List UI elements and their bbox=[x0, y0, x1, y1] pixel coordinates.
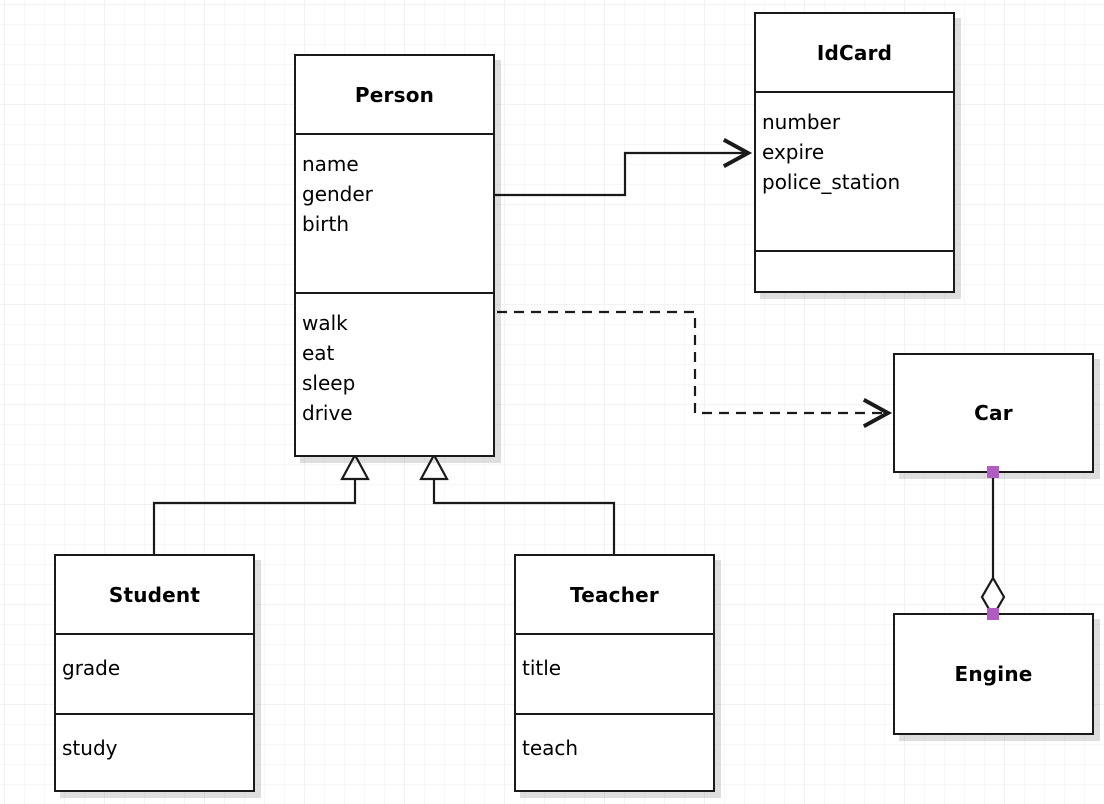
class-attributes-student: grade bbox=[56, 633, 253, 713]
attribute-row: gender bbox=[302, 182, 373, 206]
class-methods-idcard bbox=[756, 250, 953, 291]
attribute-row: police_station bbox=[762, 170, 901, 194]
class-title-car: Car bbox=[895, 355, 1092, 471]
edge-teacher-person[interactable] bbox=[419, 452, 616, 554]
edge-handle-car-end[interactable] bbox=[987, 466, 999, 478]
class-box-teacher[interactable]: Teacher title teach bbox=[514, 554, 715, 792]
class-name-student: Student bbox=[108, 582, 201, 607]
attribute-row: grade bbox=[62, 656, 121, 680]
class-name-idcard: IdCard bbox=[816, 40, 893, 65]
class-name-teacher: Teacher bbox=[570, 582, 659, 607]
class-box-student[interactable]: Student grade study bbox=[54, 554, 255, 792]
class-box-person[interactable]: Person name gender birth walk eat sleep … bbox=[294, 54, 495, 457]
attribute-row: number bbox=[762, 110, 841, 134]
class-box-engine[interactable]: Engine bbox=[893, 613, 1094, 735]
attribute-row: birth bbox=[302, 212, 349, 236]
edge-person-car[interactable] bbox=[497, 310, 893, 428]
method-row: drive bbox=[302, 401, 353, 425]
method-row: teach bbox=[522, 736, 579, 760]
attribute-row: title bbox=[522, 656, 562, 680]
edge-student-person[interactable] bbox=[152, 452, 370, 554]
class-attributes-teacher: title bbox=[516, 633, 713, 713]
edge-car-engine[interactable] bbox=[980, 471, 1006, 619]
class-attributes-person: name gender birth bbox=[296, 133, 493, 292]
attribute-row: expire bbox=[762, 140, 825, 164]
class-methods-teacher: teach bbox=[516, 713, 713, 792]
class-methods-student: study bbox=[56, 713, 253, 792]
edge-person-idcard[interactable] bbox=[495, 138, 753, 197]
class-methods-person: walk eat sleep drive bbox=[296, 292, 493, 455]
class-title-teacher: Teacher bbox=[516, 556, 713, 633]
attribute-row: name bbox=[302, 152, 359, 176]
class-name-engine: Engine bbox=[954, 662, 1033, 686]
edge-handle-engine-end[interactable] bbox=[987, 608, 999, 620]
class-box-idcard[interactable]: IdCard number expire police_station bbox=[754, 12, 955, 293]
class-name-car: Car bbox=[974, 401, 1013, 425]
method-row: walk bbox=[302, 311, 348, 335]
method-row: eat bbox=[302, 341, 335, 365]
class-name-person: Person bbox=[354, 82, 435, 107]
method-row: study bbox=[62, 736, 118, 760]
class-title-idcard: IdCard bbox=[756, 14, 953, 91]
class-title-engine: Engine bbox=[895, 615, 1092, 733]
class-title-person: Person bbox=[296, 56, 493, 133]
class-attributes-idcard: number expire police_station bbox=[756, 91, 953, 250]
class-title-student: Student bbox=[56, 556, 253, 633]
class-box-car[interactable]: Car bbox=[893, 353, 1094, 473]
method-row: sleep bbox=[302, 371, 356, 395]
